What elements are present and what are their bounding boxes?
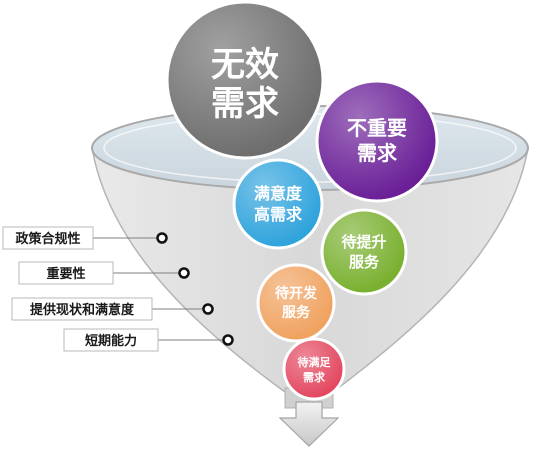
criteria-label-short-term-capability-text: 短期能力 xyxy=(85,333,137,349)
criteria-label-compliance: 政策合规性 xyxy=(2,226,94,250)
bubble-invalid-line2: 需求 xyxy=(211,84,279,124)
criteria-label-compliance-text: 政策合规性 xyxy=(15,231,80,247)
bubble-to-develop-line1: 待开发 xyxy=(275,285,318,302)
bubble-unimportant-line2: 需求 xyxy=(357,141,398,165)
bubble-invalid: 无效 需求 xyxy=(165,0,325,160)
criteria-dot-status-satisfaction xyxy=(202,303,214,315)
bubble-to-satisfy: 待满足 需求 xyxy=(282,337,346,401)
criteria-label-short-term-capability: 短期能力 xyxy=(63,328,159,352)
criteria-dot-importance xyxy=(178,267,190,279)
criteria-dot-short-term-capability xyxy=(222,334,234,346)
criteria-connectors xyxy=(92,237,228,341)
criteria-label-importance-text: 重要性 xyxy=(46,266,85,282)
bubble-unimportant: 不重要 需求 xyxy=(315,79,439,203)
bubble-invalid-line1: 无效 xyxy=(211,45,279,85)
criteria-label-status-satisfaction: 提供现状和满意度 xyxy=(11,297,153,321)
bubble-high-satisfaction: 满意度 高需求 xyxy=(232,158,324,250)
bubble-to-improve: 待提升 服务 xyxy=(320,208,408,296)
bubble-unimportant-line1: 不重要 xyxy=(347,116,407,140)
bubble-to-improve-line2: 服务 xyxy=(349,253,380,271)
bubble-to-develop-line2: 服务 xyxy=(282,304,311,321)
criteria-label-importance: 重要性 xyxy=(18,261,114,285)
bubble-to-improve-line1: 待提升 xyxy=(341,233,386,251)
bubble-to-satisfy-line1: 待满足 xyxy=(297,355,332,369)
bubble-to-satisfy-line2: 需求 xyxy=(303,370,326,384)
bubble-high-satisfaction-line1: 满意度 xyxy=(254,184,303,203)
criteria-label-status-satisfaction-text: 提供现状和满意度 xyxy=(30,302,135,318)
bubble-high-satisfaction-line2: 高需求 xyxy=(254,205,303,224)
criteria-dot-compliance xyxy=(156,232,168,244)
bubble-to-develop: 待开发 服务 xyxy=(256,263,336,343)
output-arrow xyxy=(278,401,340,447)
